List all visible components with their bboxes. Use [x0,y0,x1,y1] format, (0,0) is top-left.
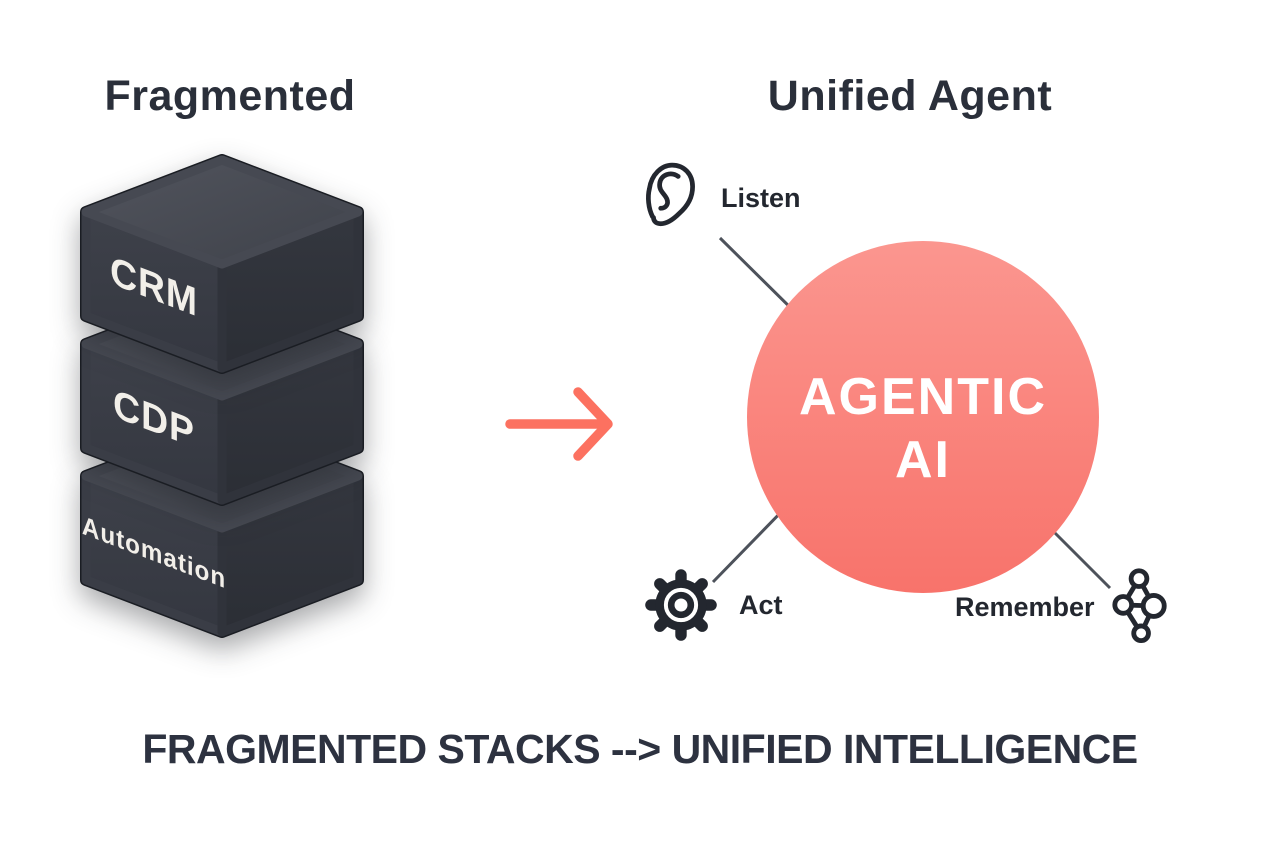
ear-icon [646,162,695,227]
connector-remember [1043,521,1112,590]
agentic-ai-circle [747,241,1099,593]
cube-crm: CRM [76,152,368,374]
agentic-core-graphic: AGENTIC AI [711,236,1112,593]
act-label: Act [739,589,783,620]
unified-agent-title: Unified Agent [767,72,1053,120]
bottom-caption: FRAGMENTED STACKS --> UNIFIED INTELLIGEN… [142,726,1138,772]
capability-act: Act [643,566,783,644]
network-icon [1111,568,1167,644]
unified-agent-diagram: AGENTIC AI Listen [620,140,1220,700]
cube-3d-graphic: CRM [80,154,364,374]
agentic-ai-line2: AI [895,431,951,489]
gear-icon [645,569,717,641]
capability-remember: Remember [955,566,1167,648]
right-arrow-icon [505,387,613,461]
agentic-ai-line1: AGENTIC [799,368,1047,426]
capability-listen: Listen [645,162,801,234]
connector-act [711,503,790,584]
fragmented-title: Fragmented [104,72,356,120]
remember-label: Remember [955,591,1095,622]
listen-label: Listen [721,182,801,213]
fragmented-stack: CRM CDP Automation [76,152,368,652]
